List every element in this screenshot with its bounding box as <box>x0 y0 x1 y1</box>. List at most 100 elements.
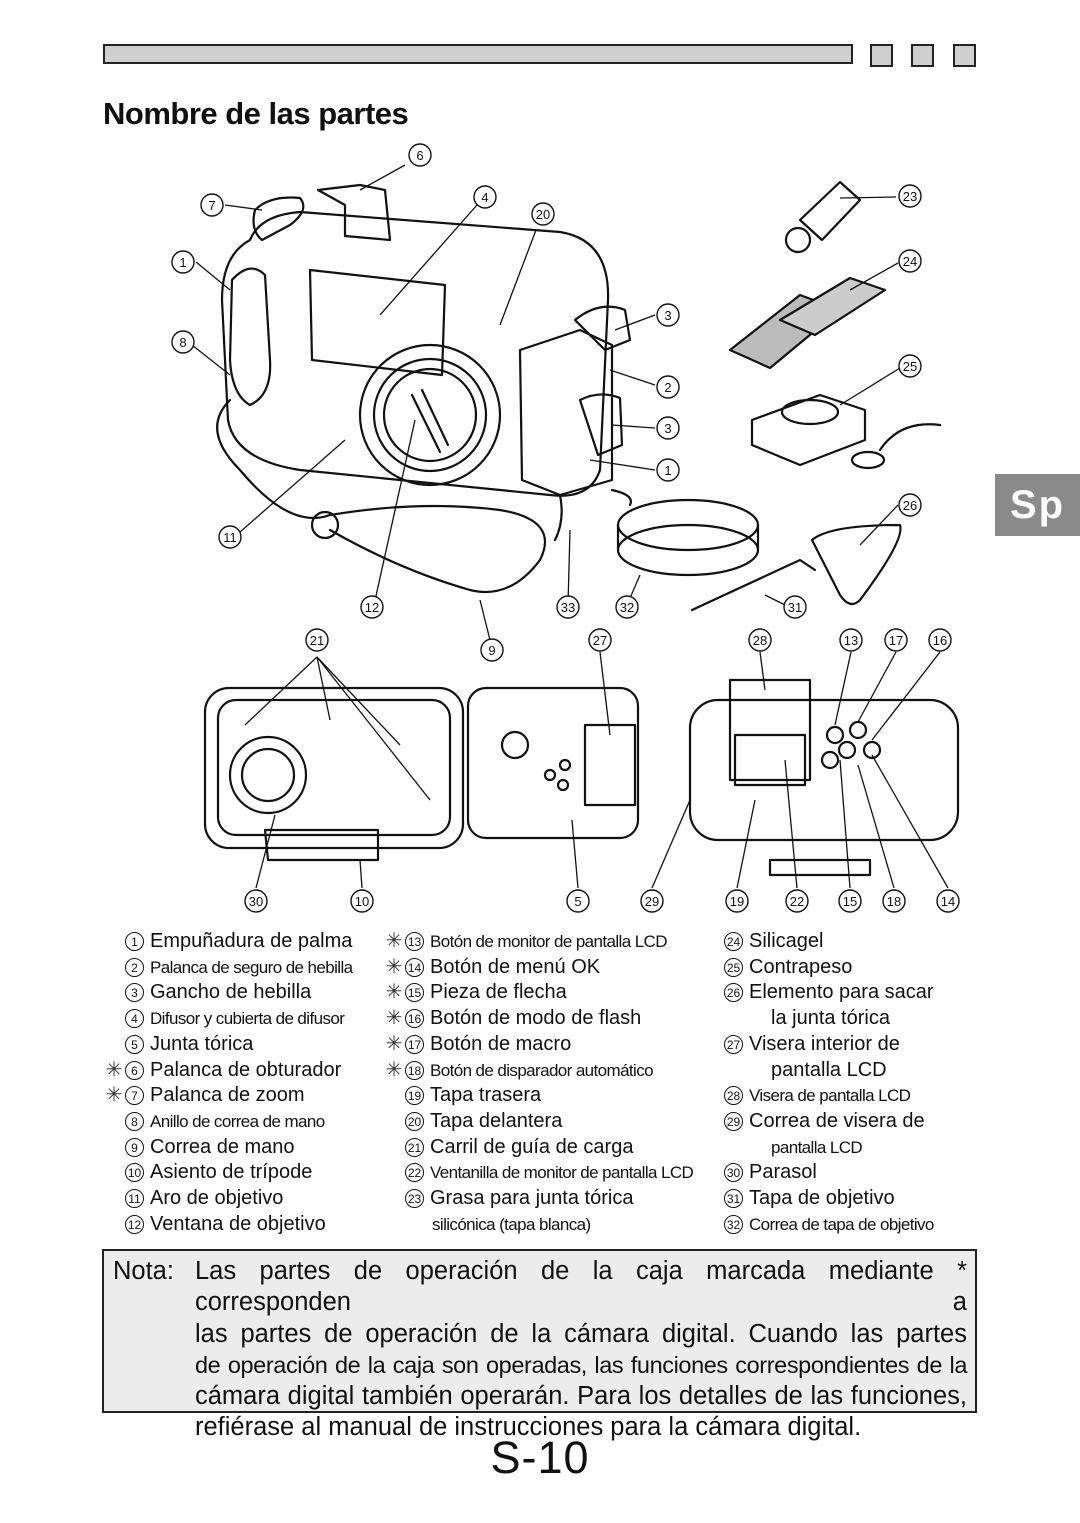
language-tab: Sp <box>995 474 1080 536</box>
legend-text: Tapa de objetivo <box>749 1187 895 1210</box>
asterisk-icon <box>103 955 125 981</box>
asterisk-icon <box>103 1109 125 1135</box>
part-number: 27 <box>724 1034 743 1054</box>
legend-item: ✳18 Botón de disparador automático <box>383 1058 693 1084</box>
callout-label-29: 29 <box>645 894 659 909</box>
callout-30 <box>244 889 268 913</box>
legend-text: Asiento de trípode <box>150 1161 313 1184</box>
legend-item: silicónica (tapa blanca) <box>383 1212 693 1238</box>
asterisk-icon <box>103 980 125 1006</box>
callout-29 <box>640 889 664 913</box>
part-number: 32 <box>724 1214 743 1234</box>
legend-text: Correa de tapa de objetivo <box>749 1214 934 1234</box>
callout-7 <box>200 193 224 217</box>
note-line: de operación de la caja son operadas, la… <box>195 1351 967 1378</box>
page-title: Nombre de las partes <box>103 96 409 131</box>
part-number: 18 <box>405 1060 424 1080</box>
asterisk-icon <box>383 1083 405 1109</box>
callout-label-18: 18 <box>887 894 901 909</box>
callout-label-6: 6 <box>416 148 423 163</box>
legend-text: pantalla LCD <box>771 1137 863 1157</box>
asterisk-icon: ✳ <box>385 1058 403 1081</box>
o-ring-tool <box>810 523 902 606</box>
asterisk-icon <box>103 1032 125 1058</box>
housing-body <box>220 210 610 497</box>
callout-label-1: 1 <box>664 463 671 478</box>
callout-label-25: 25 <box>903 359 917 374</box>
part-number: 28 <box>724 1086 743 1106</box>
zoom-lever <box>252 196 305 242</box>
part-number: 20 <box>405 1111 424 1131</box>
asterisk-icon <box>383 1186 405 1212</box>
legend-text: Difusor y cubierta de difusor <box>150 1009 345 1029</box>
legend-text: Elemento para sacar <box>749 981 934 1004</box>
header-square <box>870 44 893 67</box>
asterisk-icon <box>103 1006 125 1032</box>
part-number: 21 <box>405 1137 424 1157</box>
part-number: 15 <box>405 983 424 1003</box>
callout-27 <box>588 628 612 652</box>
part-number: 19 <box>405 1086 424 1106</box>
callout-label-21: 21 <box>310 633 324 648</box>
callout-16 <box>928 628 952 652</box>
callout-1b <box>656 458 680 482</box>
part-number: 24 <box>724 932 743 951</box>
callout-label-19: 19 <box>730 894 744 909</box>
callout-10 <box>350 889 374 913</box>
legend-text: Botón de macro <box>430 1032 572 1055</box>
legend-text: Correa de mano <box>150 1135 295 1158</box>
part-number: 8 <box>125 1111 144 1131</box>
callout-label-13: 13 <box>844 633 858 648</box>
callout-label-14: 14 <box>941 894 955 909</box>
note-box: Nota: Las partes de operación de la caja… <box>102 1249 977 1441</box>
legend-text: Tapa delantera <box>430 1109 563 1132</box>
callout-12 <box>360 595 384 619</box>
grease-tube <box>798 180 862 242</box>
legend-text: Ventana de objetivo <box>150 1212 326 1235</box>
part-number: 17 <box>405 1034 424 1054</box>
callout-18 <box>882 889 906 913</box>
callout-13 <box>839 628 863 652</box>
legend-text: Botón de disparador automático <box>430 1060 654 1080</box>
callout-label-33: 33 <box>561 600 575 615</box>
note-line: Las partes de operación de la caja marca… <box>195 1257 967 1317</box>
legend-text: Palanca de zoom <box>150 1084 305 1107</box>
note-line: refiérase al manual de instrucciones par… <box>195 1413 862 1442</box>
legend-text: Silicagel <box>749 930 824 952</box>
callout-20 <box>531 202 555 226</box>
asterisk-icon: ✳ <box>105 1084 123 1107</box>
part-number: 7 <box>125 1086 144 1106</box>
asterisk-icon: ✳ <box>385 1007 403 1030</box>
legend-item: pantalla LCD <box>724 1135 979 1161</box>
legend-text: Tapa trasera <box>430 1084 542 1107</box>
callout-label-12: 12 <box>365 600 379 615</box>
part-number: 4 <box>125 1009 144 1029</box>
legend-item: ✳7 Palanca de zoom <box>103 1083 352 1109</box>
note-text: Las partes de operación de la caja marca… <box>195 1256 967 1444</box>
asterisk-icon: ✳ <box>385 981 403 1004</box>
asterisk-icon <box>103 929 125 955</box>
legend-text: Botón de menú OK <box>430 955 601 978</box>
part-number: 12 <box>125 1214 144 1234</box>
legend-item: 12 Ventana de objetivo <box>103 1212 352 1238</box>
part-number: 2 <box>125 957 144 977</box>
part-number: 30 <box>724 1163 743 1183</box>
callout-28 <box>748 628 772 652</box>
legend-text: Ventanilla de monitor de pantalla LCD <box>430 1163 694 1183</box>
part-number: 13 <box>405 932 424 951</box>
callout-3b <box>656 416 680 440</box>
legend-item: 24 Silicagel <box>724 929 979 955</box>
